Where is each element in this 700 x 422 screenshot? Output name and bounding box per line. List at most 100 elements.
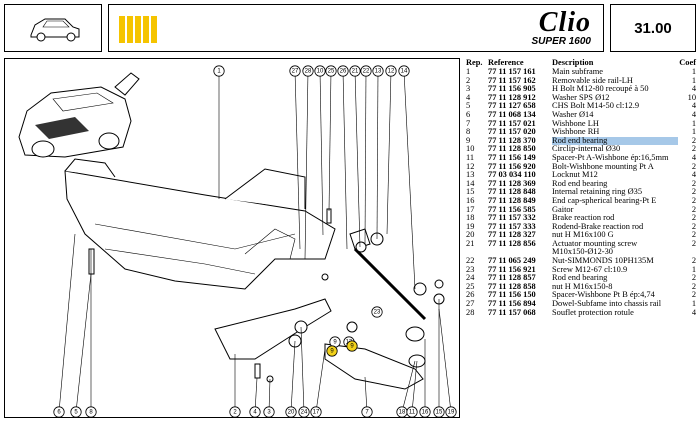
cell-coef bbox=[678, 248, 696, 257]
cell-coef: 1 bbox=[691, 265, 696, 274]
cell-rep: 7 bbox=[466, 119, 471, 128]
callout-circle bbox=[346, 340, 358, 352]
cell-rep: 19 bbox=[466, 222, 475, 231]
cell-rep: 28 bbox=[466, 308, 475, 317]
leader-line bbox=[290, 340, 296, 413]
cell-reference: 77 11 157 020 bbox=[488, 128, 536, 137]
callout-circle bbox=[314, 65, 326, 77]
cell-rep: 16 bbox=[466, 196, 475, 205]
leader-line bbox=[364, 70, 367, 245]
leader-line bbox=[411, 360, 418, 413]
cell-description: Main subframe bbox=[552, 68, 603, 76]
car-thumbnail-icon bbox=[30, 18, 80, 42]
cell-description: Rodend-Brake reaction rod bbox=[552, 222, 644, 231]
leader-line bbox=[354, 70, 361, 248]
cell-rep: 15 bbox=[466, 188, 475, 197]
leader-line bbox=[304, 70, 309, 260]
cell-description: nut H M16x100 G bbox=[552, 231, 614, 240]
cell-rep: 18 bbox=[466, 214, 475, 223]
callout-circle bbox=[325, 65, 337, 77]
callout-label: 23 bbox=[374, 309, 381, 315]
side-rail-lh bbox=[214, 298, 332, 360]
cell-reference bbox=[488, 248, 552, 257]
cell-description: Washer SPS Ø12 bbox=[552, 93, 610, 102]
cell-coef: 10 bbox=[687, 93, 696, 102]
leader-line bbox=[328, 70, 332, 212]
callout-circle bbox=[326, 345, 338, 357]
callout-label: 9 bbox=[330, 348, 334, 354]
cell-rep: 5 bbox=[466, 102, 471, 111]
cell-description: Bolt-Wishbone mounting Pt A bbox=[552, 162, 654, 171]
callout-label: 27 bbox=[292, 68, 299, 74]
callout-label: 5 bbox=[74, 409, 78, 415]
col-coef-header: Coef bbox=[679, 58, 696, 67]
callout-label: 7 bbox=[365, 409, 369, 415]
leader-line bbox=[386, 70, 392, 235]
cell-reference: 77 11 156 905 bbox=[488, 85, 536, 94]
cell-description: Spacer-Pt A-Wishbone ép:16,5mm bbox=[552, 153, 669, 162]
cell-coef: 2 bbox=[691, 239, 696, 248]
callout-label: 3 bbox=[267, 409, 271, 415]
leader-line bbox=[438, 308, 452, 413]
cell-reference: 77 11 157 161 bbox=[488, 68, 536, 76]
callout-circle bbox=[302, 65, 314, 77]
cell-coef: 2 bbox=[691, 282, 696, 291]
callout-label: 4 bbox=[253, 409, 257, 415]
callout-label: 12 bbox=[388, 68, 395, 74]
cell-rep: 1 bbox=[466, 68, 471, 76]
leader-line bbox=[300, 326, 305, 413]
callout-circle bbox=[289, 65, 301, 77]
leader-line bbox=[294, 70, 301, 250]
callout-label: 2 bbox=[233, 409, 237, 415]
cell-description: Washer Ø14 bbox=[552, 110, 594, 119]
callout-label: 9 bbox=[333, 339, 337, 345]
cell-coef: 2 bbox=[691, 222, 696, 231]
callout-label: 18 bbox=[399, 409, 406, 415]
cell-description: Locknut M12 bbox=[552, 171, 598, 180]
cell-coef: 1 bbox=[691, 76, 696, 85]
callout-circle bbox=[385, 65, 397, 77]
cell-reference: 77 11 068 134 bbox=[488, 110, 536, 119]
callout-label: 20 bbox=[288, 409, 295, 415]
cell-reference: 77 11 128 912 bbox=[488, 93, 536, 102]
leader-line bbox=[342, 70, 348, 250]
callout-label: 24 bbox=[301, 409, 308, 415]
cell-rep: 12 bbox=[466, 162, 475, 171]
cell-rep: 24 bbox=[466, 274, 475, 283]
callout-label: 8 bbox=[89, 409, 93, 415]
cell-rep: 17 bbox=[466, 205, 475, 214]
table-header-row: Rep. Reference Description Coef bbox=[466, 58, 696, 68]
cell-coef: 2 bbox=[691, 162, 696, 171]
cell-reference: 77 11 156 150 bbox=[488, 291, 536, 300]
callout-circle bbox=[372, 65, 384, 77]
callout-circle bbox=[213, 65, 225, 77]
cell-description: Rod end bearing bbox=[552, 274, 608, 283]
car-thumbnail bbox=[4, 4, 102, 52]
cell-reference: 77 03 034 110 bbox=[488, 171, 536, 180]
cell-description: Screw M12-67 cl:10.9 bbox=[552, 265, 628, 274]
cell-reference: 77 11 157 333 bbox=[488, 222, 536, 231]
cell-coef: 4 bbox=[691, 85, 696, 94]
cell-description: Circlip-internal Ø30 bbox=[552, 145, 621, 154]
cell-description: Internal retaining ring Ø35 bbox=[552, 188, 643, 197]
cell-reference: 77 11 128 849 bbox=[488, 196, 536, 205]
cell-reference: 77 11 157 068 bbox=[488, 308, 536, 317]
cell-rep: 13 bbox=[466, 171, 475, 180]
cell-reference: 77 11 128 369 bbox=[488, 179, 536, 188]
cell-coef: 2 bbox=[691, 145, 696, 154]
brand-stripes-icon bbox=[119, 16, 159, 43]
header-banner: Clio SUPER 1600 bbox=[108, 4, 604, 52]
callout-label: 10 bbox=[317, 68, 324, 74]
callout-label: 19 bbox=[448, 409, 455, 415]
col-description-header: Description bbox=[552, 58, 594, 67]
cell-description: Dowel-Subfame into chassis rail bbox=[552, 300, 662, 309]
